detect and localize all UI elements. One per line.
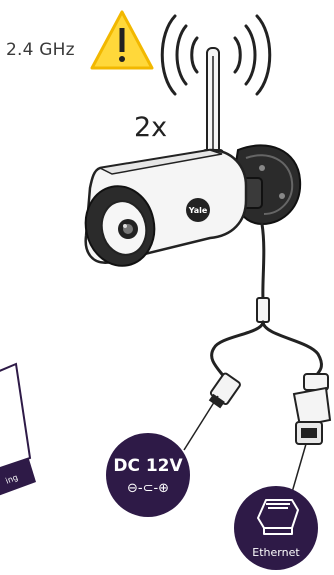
partial-card [0,362,36,496]
brand-logo: Yale [188,206,208,215]
ethernet-connector [292,373,332,445]
camera-cable [260,222,266,302]
frequency-label: 2.4 GHz [6,40,75,60]
ethernet-cable [261,320,323,378]
ethernet-badge: Ethernet [234,486,318,570]
power-pointer-line [183,395,219,451]
cable-splitter [256,297,270,323]
power-connector [208,372,241,409]
warning-icon [90,10,154,70]
camera-lens [84,185,156,267]
power-cable [210,320,265,384]
dc-power-badge: DC 12V ⊖-⊂-⊕ [106,433,190,517]
quantity-label: 2x [134,112,168,143]
ethernet-label: Ethernet [252,546,300,559]
ethernet-port-icon [257,499,299,535]
dc-power-label: DC 12V [113,456,183,476]
polarity-symbol: ⊖-⊂-⊕ [127,481,169,496]
wifi-signal-icon [160,14,272,96]
